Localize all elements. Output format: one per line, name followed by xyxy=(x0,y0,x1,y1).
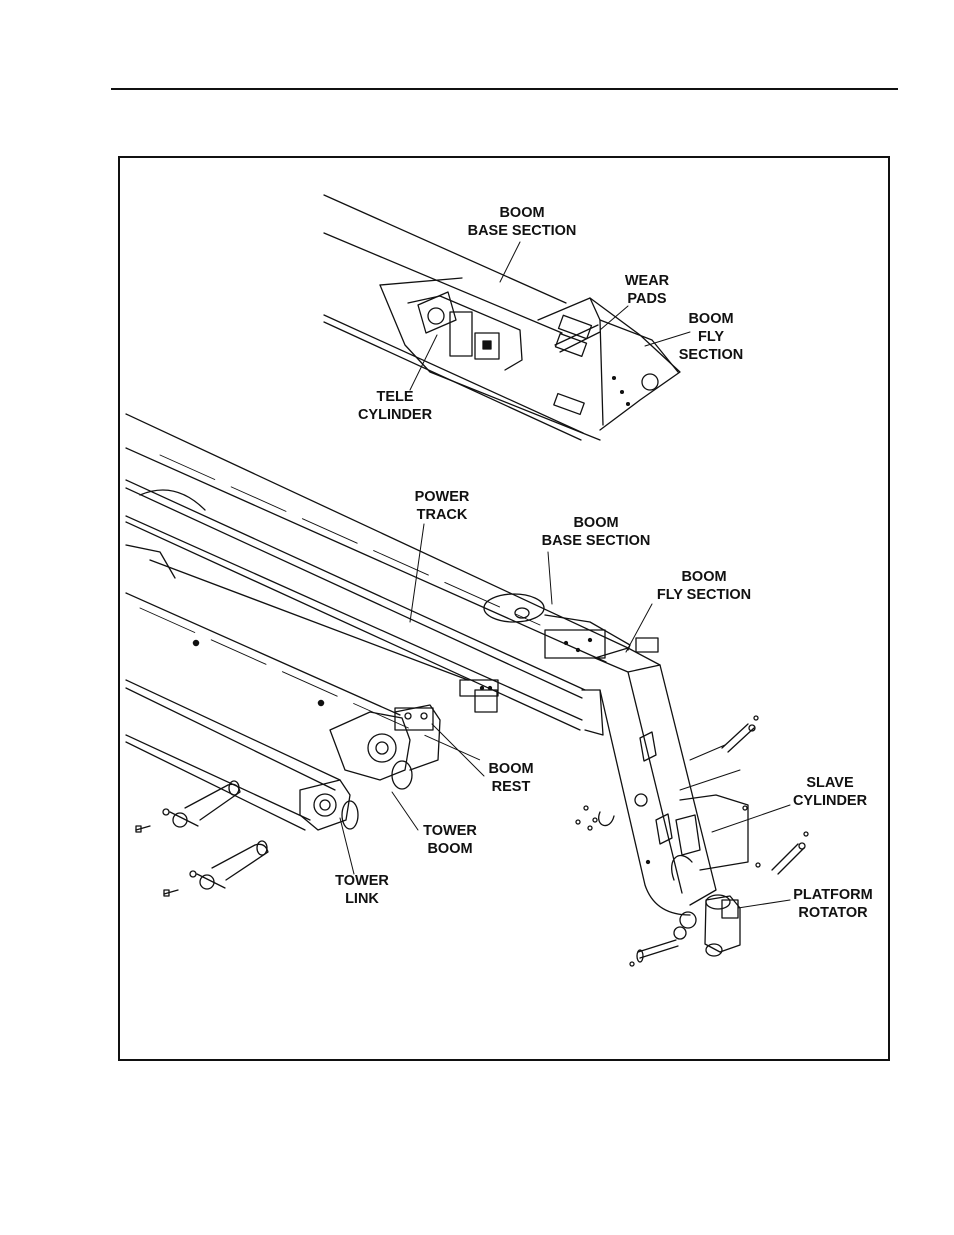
upper-leader-lines xyxy=(410,242,690,390)
tower-linkage xyxy=(136,705,440,896)
slave-pins xyxy=(576,716,808,966)
